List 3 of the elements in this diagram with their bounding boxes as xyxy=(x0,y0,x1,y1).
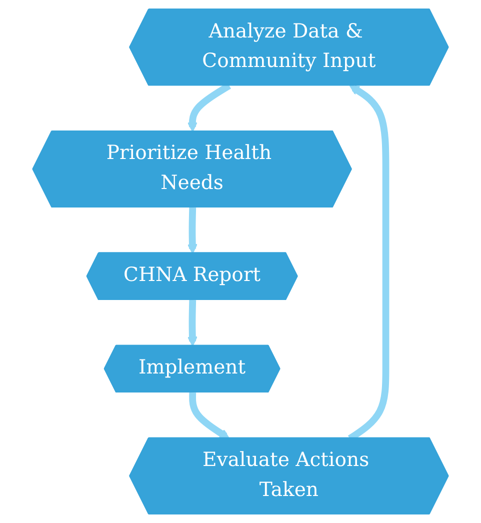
arrow xyxy=(187,207,198,254)
arrow xyxy=(187,300,198,346)
arrow xyxy=(189,392,230,439)
